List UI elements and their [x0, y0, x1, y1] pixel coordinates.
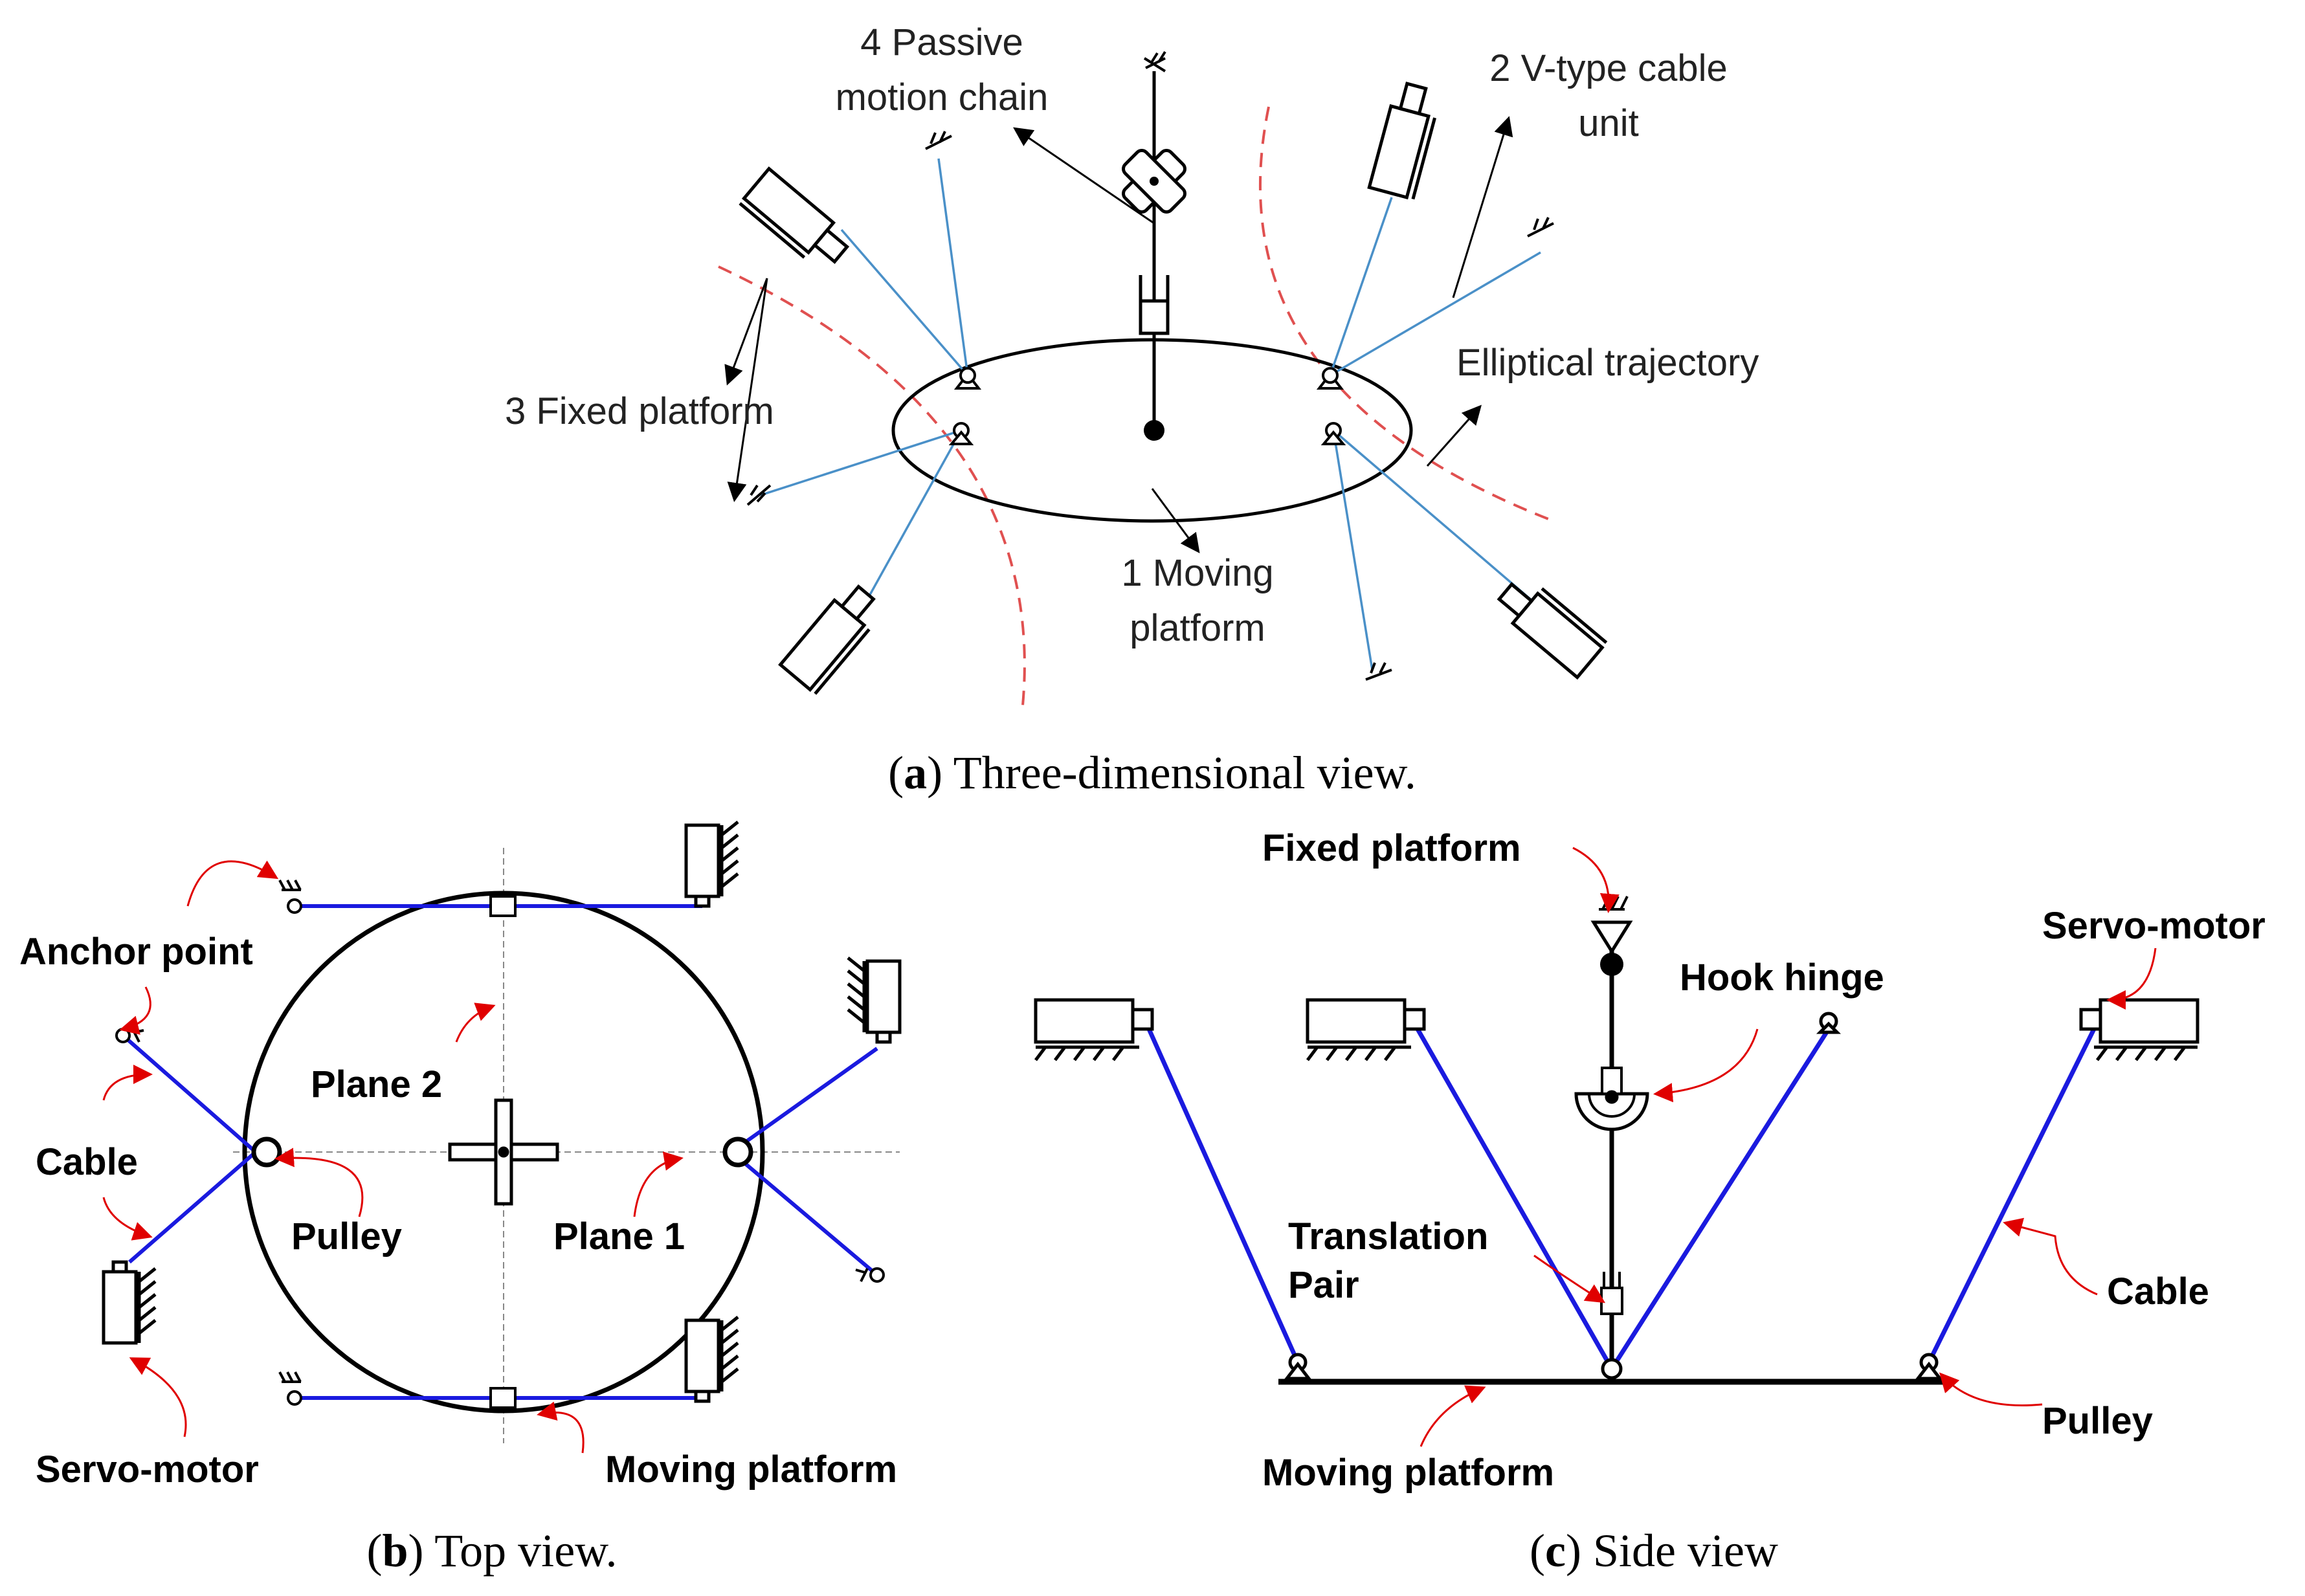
- cables-panel-c: [1146, 1028, 2097, 1370]
- anchor-point: [1527, 217, 1554, 238]
- translation-pair: [1600, 1287, 1623, 1315]
- caption-a-letter: a: [904, 747, 927, 799]
- servo-motor: [1367, 82, 1436, 200]
- caption-b-letter: b: [383, 1525, 408, 1577]
- servo-motor: [1306, 998, 1426, 1061]
- anchors-panel-a: [746, 131, 1554, 681]
- label-pulley-c: Pulley: [2042, 1400, 2153, 1442]
- labels-panel-c: Fixed platform Hook hinge Servo-motor Tr…: [1262, 827, 2266, 1494]
- panel-b: Anchor point Cable Pulley Plane 2 Plane …: [19, 821, 902, 1577]
- caption-c: (c) Side view: [1530, 1525, 1778, 1577]
- label-plane-1: Plane 1: [553, 1215, 685, 1258]
- passive-chain-side: [1574, 896, 1649, 1366]
- passive-motion-chain: [1122, 50, 1186, 441]
- servo-motor: [778, 584, 876, 695]
- servo-motor: [102, 1260, 157, 1345]
- label-translation-pair-1: Translation: [1288, 1215, 1488, 1258]
- label-cable-b: Cable: [36, 1141, 138, 1183]
- label-fixed-platform-c: Fixed platform: [1262, 827, 1521, 869]
- hook-hinge: [1574, 1092, 1649, 1131]
- label-passive-chain-1: 4 Passive: [860, 21, 1023, 63]
- moving-platform-circle: [242, 891, 765, 1413]
- servo-motor: [2079, 998, 2199, 1061]
- labels-panel-a: 4 Passive motion chain 2 V-type cable un…: [505, 21, 1759, 649]
- label-cable-unit-2: unit: [1578, 102, 1639, 144]
- anchor-point: [1365, 662, 1392, 681]
- caption-c-text: Side view: [1581, 1525, 1778, 1577]
- servo-motor: [684, 821, 739, 908]
- servo-motors-panel-b: [102, 821, 902, 1403]
- top-slider: [489, 895, 517, 917]
- pulleys-panel-c: [1283, 1012, 1944, 1380]
- anchor-point: [278, 1371, 302, 1406]
- trajectory-arc-right: [1259, 106, 1554, 522]
- pulley-left: [251, 1136, 282, 1168]
- bottom-slider: [489, 1387, 517, 1409]
- label-servo-motor-c: Servo-motor: [2042, 905, 2266, 947]
- pulley-right: [722, 1136, 753, 1168]
- servo-motor: [1497, 582, 1608, 680]
- caption-a: (a) Three-dimensional view.: [888, 747, 1416, 799]
- servo-motor: [684, 1316, 739, 1403]
- passive-chain-cross: [448, 1098, 559, 1206]
- servo-motors-panel-c: [1034, 998, 2199, 1061]
- servo-motor: [847, 957, 902, 1044]
- moving-platform-ellipse: [891, 338, 1413, 523]
- caption-c-letter: c: [1545, 1525, 1566, 1577]
- anchor-point: [278, 880, 302, 914]
- label-cable-unit-1: 2 V-type cable: [1489, 47, 1728, 89]
- label-anchor-point: Anchor point: [19, 931, 253, 973]
- caption-a-text: Three-dimensional view.: [942, 747, 1416, 799]
- panel-c: Fixed platform Hook hinge Servo-motor Tr…: [1034, 827, 2266, 1577]
- pulley: [1283, 1353, 1313, 1380]
- label-moving-platform-a-2: platform: [1130, 607, 1265, 649]
- pulley: [953, 367, 982, 390]
- pulley: [1601, 1358, 1623, 1380]
- caption-b-text: Top view.: [424, 1525, 618, 1577]
- anchor-point: [925, 131, 952, 150]
- label-translation-pair-2: Pair: [1288, 1264, 1359, 1306]
- label-fixed-platform-a: 3 Fixed platform: [505, 390, 774, 432]
- label-cable-c: Cable: [2107, 1270, 2209, 1313]
- servo-motor: [1034, 998, 1154, 1061]
- servo-motors-panel-a: [739, 82, 1608, 695]
- pulley: [948, 422, 974, 445]
- anchor-point: [1816, 1012, 1842, 1034]
- label-pulley-b: Pulley: [291, 1215, 402, 1258]
- anchor-point: [855, 1267, 885, 1283]
- anchor-point: [746, 484, 772, 506]
- pulley: [1320, 422, 1346, 445]
- trajectory-arc-left: [718, 265, 1026, 706]
- panel-a: 4 Passive motion chain 2 V-type cable un…: [505, 21, 1759, 799]
- cables-panel-b: [122, 904, 878, 1400]
- red-arrows-panel-c: [1420, 847, 2157, 1447]
- pulley: [1316, 367, 1344, 390]
- label-elliptical-trajectory: Elliptical trajectory: [1456, 342, 1759, 384]
- pulley: [1914, 1353, 1944, 1380]
- red-arrows-panel-b: [102, 860, 684, 1454]
- labels-panel-b: Anchor point Cable Pulley Plane 2 Plane …: [19, 931, 897, 1491]
- label-passive-chain-2: motion chain: [836, 76, 1049, 118]
- pulleys-panel-a: [948, 367, 1346, 445]
- annotation-arrows-panel-a: [724, 116, 1513, 553]
- label-hook-hinge: Hook hinge: [1680, 957, 1884, 999]
- label-plane-2: Plane 2: [311, 1063, 442, 1105]
- label-moving-platform-a-1: 1 Moving: [1121, 552, 1273, 594]
- cables-panel-a: [760, 158, 1541, 671]
- label-moving-platform-b: Moving platform: [605, 1448, 897, 1491]
- label-moving-platform-c: Moving platform: [1262, 1452, 1554, 1494]
- servo-motor: [739, 166, 850, 264]
- caption-b: (b) Top view.: [367, 1525, 618, 1577]
- label-servo-motor-b: Servo-motor: [36, 1448, 259, 1491]
